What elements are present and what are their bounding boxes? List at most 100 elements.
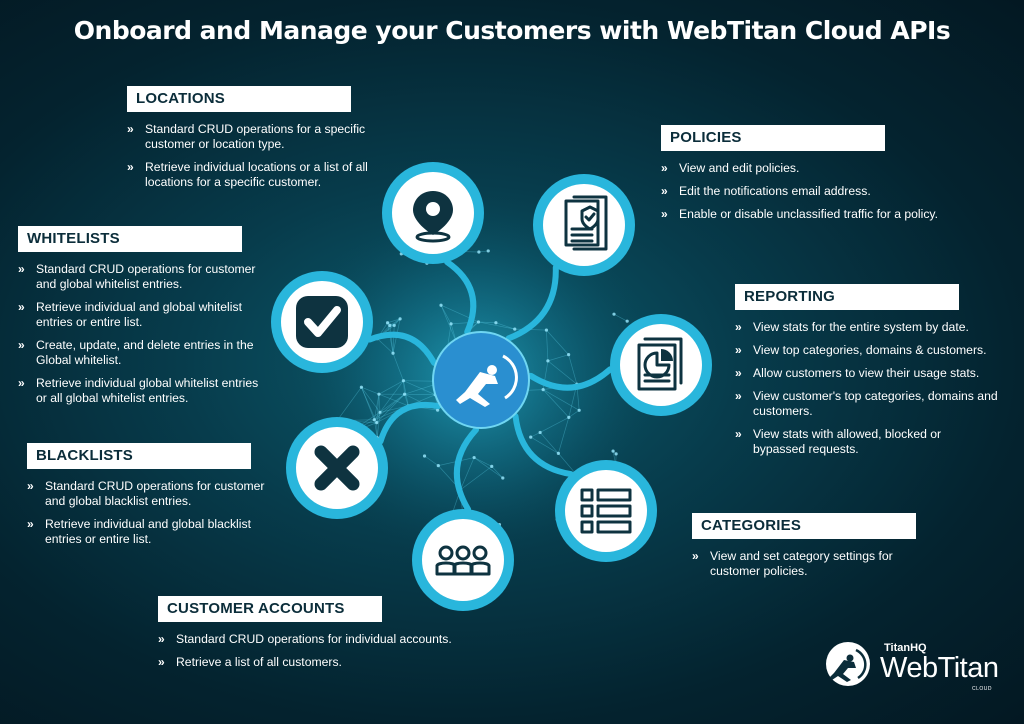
mesh-line: [379, 380, 404, 413]
mesh-node: [392, 323, 396, 327]
mesh-line: [387, 322, 394, 354]
mesh-line: [378, 393, 409, 407]
mesh-node: [372, 418, 376, 422]
mesh-line: [539, 417, 569, 433]
mesh-line: [491, 466, 504, 479]
mesh-line: [336, 387, 362, 421]
item-list: »View and set category settings for cust…: [692, 549, 927, 579]
section-header: REPORTING: [735, 284, 959, 310]
list-item: »Create, update, and delete entries in t…: [18, 338, 254, 367]
mesh-line: [376, 422, 378, 438]
mesh-line: [440, 305, 452, 325]
mesh-line: [378, 380, 404, 395]
mesh-line: [539, 432, 559, 454]
section-policies: POLICIES »View and edit policies. »Edit …: [661, 125, 981, 230]
mesh-line: [546, 330, 549, 361]
mesh-node: [494, 321, 498, 325]
mesh-line: [361, 387, 381, 413]
mesh-line: [547, 354, 569, 362]
mesh-node: [378, 410, 382, 414]
mesh-line: [440, 305, 458, 344]
node-reporting: [610, 314, 712, 416]
mesh-line: [377, 338, 394, 354]
mesh-node: [513, 327, 517, 331]
mesh-node: [436, 408, 440, 412]
node-policies: [533, 174, 635, 276]
list-item: »View and edit policies.: [661, 161, 800, 175]
mesh-line: [361, 387, 375, 420]
brand-logo: TitanHQ WebTitan CLOUD: [826, 642, 999, 702]
mesh-node: [388, 323, 392, 328]
mesh-node: [472, 455, 476, 460]
section-header: CATEGORIES: [692, 513, 916, 539]
list-item: »View top categories, domains & customer…: [735, 343, 987, 357]
item-list: »Standard CRUD operations for customer a…: [27, 479, 282, 547]
mesh-line: [404, 394, 409, 406]
mesh-line: [376, 412, 381, 423]
mesh-node: [544, 328, 549, 332]
center-hub: [432, 331, 530, 429]
mesh-line: [447, 323, 452, 348]
item-list: »Standard CRUD operations for a specific…: [127, 122, 392, 190]
node-face: [565, 470, 647, 552]
mesh-line: [379, 393, 405, 413]
list-item: »Retrieve individual global whitelist en…: [18, 376, 259, 405]
mesh-line: [568, 410, 580, 418]
mesh-line: [473, 457, 504, 479]
section-header: POLICIES: [661, 125, 885, 151]
mesh-line: [373, 419, 378, 438]
list-item: »Retrieve a list of all customers.: [158, 655, 342, 669]
mesh-line: [389, 318, 401, 326]
mesh-line: [376, 393, 405, 423]
mesh-line: [547, 360, 578, 385]
mesh-node: [359, 385, 363, 389]
mesh-line: [568, 354, 578, 385]
mesh-line: [392, 353, 404, 381]
customers-group-icon: [435, 545, 491, 576]
mesh-line: [374, 393, 405, 421]
section-header: WHITELISTS: [18, 226, 242, 252]
mesh-node: [449, 322, 453, 326]
mesh-line: [361, 386, 380, 395]
mesh-node: [541, 388, 545, 392]
item-list: »Standard CRUD operations for individual…: [158, 632, 498, 670]
mesh-node: [375, 421, 379, 425]
connector-arm: [377, 401, 442, 445]
mesh-node: [556, 451, 560, 455]
list-item: »Retrieve individual and global blacklis…: [27, 517, 251, 546]
item-list: »View and edit policies. »Edit the notif…: [661, 161, 981, 222]
node-blacklists: [286, 417, 388, 519]
mesh-node: [477, 250, 481, 254]
mesh-line: [460, 466, 492, 491]
connector-arm: [527, 366, 614, 391]
page-title: Onboard and Manage your Customers with W…: [73, 16, 951, 45]
mesh-line: [473, 457, 492, 467]
mesh-node: [401, 379, 406, 383]
node-whitelists: [271, 271, 373, 373]
mesh-line: [613, 313, 628, 322]
mesh-node: [436, 464, 440, 468]
mesh-node: [612, 312, 616, 316]
x-mark-icon: [314, 445, 360, 491]
connector-arm: [512, 413, 574, 478]
mesh-node: [476, 320, 481, 324]
mesh-line: [424, 455, 439, 466]
connector-arm: [505, 264, 559, 342]
list-item: »View customer's top categories, domains…: [735, 389, 998, 418]
mesh-node: [391, 351, 395, 355]
company-name: TitanHQ: [884, 642, 927, 654]
mesh-line: [530, 432, 541, 438]
mesh-node: [398, 317, 402, 321]
mesh-line: [542, 389, 570, 418]
mesh-node: [546, 359, 550, 363]
list-item: »Retrieve individual locations or a list…: [127, 160, 368, 189]
mesh-node: [567, 415, 571, 419]
section-blacklists: BLACKLISTS »Standard CRUD operations for…: [27, 443, 282, 555]
connector-arms: [366, 259, 614, 513]
list-item: »Standard CRUD operations for customer a…: [27, 479, 265, 508]
category-list-icon: [580, 488, 632, 534]
mesh-line: [530, 436, 559, 454]
mesh-line: [478, 321, 496, 324]
section-reporting: REPORTING »View stats for the entire sys…: [735, 284, 1020, 465]
mesh-line: [403, 380, 436, 396]
